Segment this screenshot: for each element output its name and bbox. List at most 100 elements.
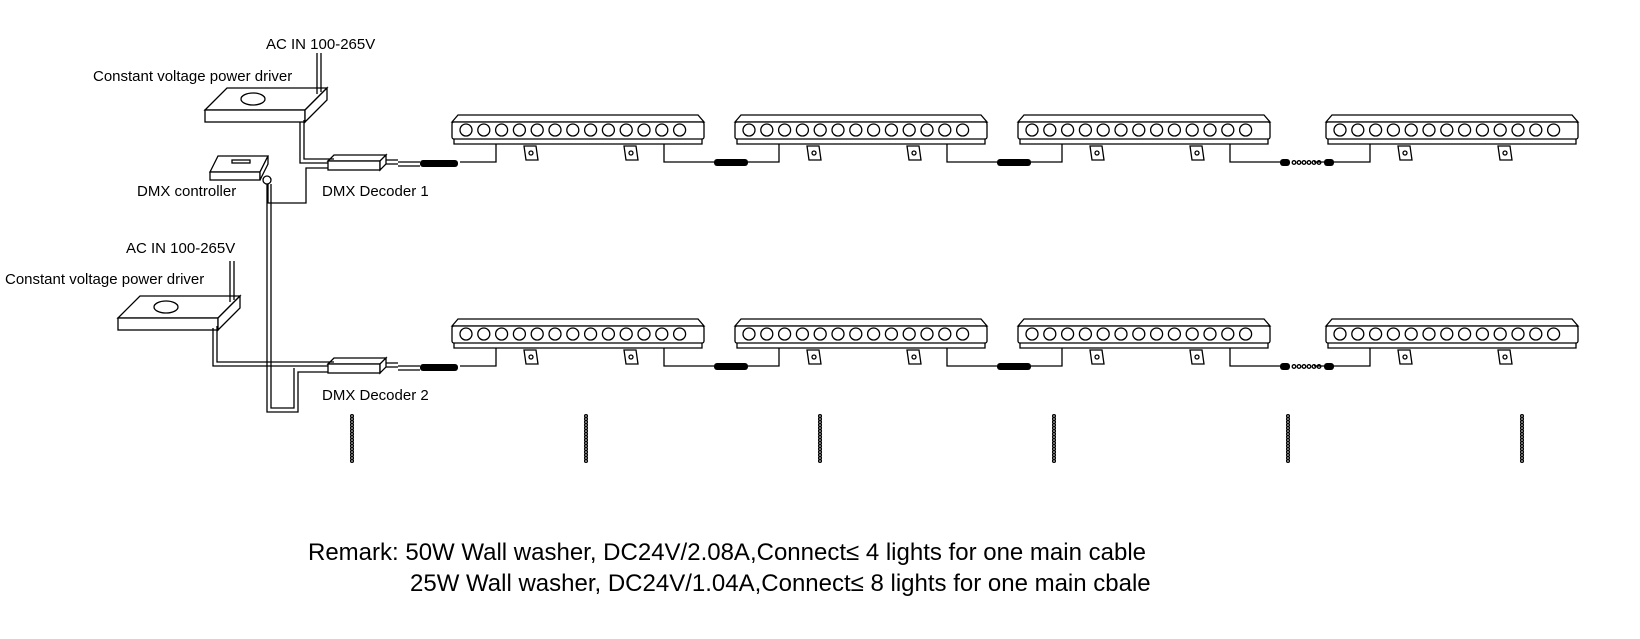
led-lens-icon: [477, 327, 491, 341]
led-lens-icon: [672, 327, 687, 341]
led-lens-icon: [1404, 327, 1418, 341]
led-lens-icon: [1078, 123, 1093, 137]
continuation-marker: [1051, 413, 1057, 464]
driver-knob-icon: [240, 92, 266, 106]
led-lens-icon: [777, 123, 792, 137]
connector-icon: [997, 159, 1031, 166]
led-lens-icon: [1368, 327, 1383, 341]
led-lens-icon: [938, 327, 952, 341]
led-lens-icon: [1096, 123, 1110, 137]
row-1: [398, 114, 1580, 167]
power-driver-bottom: [116, 261, 242, 332]
led-lens-icon: [1203, 327, 1217, 341]
led-lens-icon: [813, 123, 827, 137]
continuation-marker: [1519, 413, 1525, 464]
led-lens-icon: [601, 327, 616, 341]
led-lens-icon: [459, 123, 473, 137]
led-lens-icon: [1078, 327, 1093, 341]
led-lens-icon: [1386, 327, 1401, 341]
power-driver-label-top: Constant voltage power driver: [93, 68, 292, 85]
led-lens-icon: [849, 123, 863, 137]
wall-washer-light: [450, 114, 706, 161]
mount-bracket-icon: [1089, 349, 1105, 365]
led-lens-icon: [1493, 123, 1507, 137]
wall-washer-light: [450, 318, 706, 365]
led-lens-icon: [742, 123, 756, 137]
led-lens-icon: [1404, 123, 1418, 137]
dmx-decoder-2-label: DMX Decoder 2: [322, 387, 429, 404]
wall-washer-lights: [398, 114, 1580, 371]
led-lens-icon: [1221, 123, 1235, 137]
led-lens-icon: [530, 327, 544, 341]
led-lens-icon: [1529, 123, 1543, 137]
led-lens-icon: [1060, 123, 1075, 137]
led-lens-icon: [619, 327, 633, 341]
led-lens-icon: [1493, 327, 1507, 341]
control-wiring: [212, 120, 334, 413]
led-lens-icon: [955, 123, 970, 137]
power-driver-top: [203, 53, 329, 124]
row-cables: [398, 348, 1371, 371]
led-lens-icon: [1529, 327, 1543, 341]
led-lens-icon: [777, 327, 792, 341]
led-lens-icon: [1351, 327, 1365, 341]
led-lens-icon: [742, 327, 756, 341]
led-lens-icon: [866, 327, 881, 341]
led-lens-icon: [795, 123, 810, 137]
led-lens-icon: [1221, 327, 1235, 341]
mount-bracket-icon: [1397, 349, 1413, 365]
led-lens-icon: [566, 123, 580, 137]
led-lens-icon: [1132, 123, 1146, 137]
led-lens-icon: [902, 123, 916, 137]
led-lens-icon: [655, 123, 669, 137]
wall-washer-light: [1016, 318, 1272, 365]
led-lens-icon: [1132, 327, 1146, 341]
led-lens-icon: [494, 123, 509, 137]
connector-icon: [420, 364, 458, 371]
led-lens-icon: [1149, 123, 1164, 137]
dmx-decoder-1-label: DMX Decoder 1: [322, 183, 429, 200]
mount-bracket-icon: [1089, 145, 1105, 161]
continuation-marker: [583, 413, 589, 464]
mount-bracket-icon: [1497, 145, 1513, 161]
row-cables: [398, 144, 1371, 167]
led-lens-icon: [548, 123, 562, 137]
led-lens-icon: [1440, 123, 1454, 137]
led-lens-icon: [1060, 327, 1075, 341]
led-lens-icon: [849, 327, 863, 341]
connector-icon: [714, 159, 748, 166]
driver-knob-icon: [153, 300, 179, 314]
led-lens-icon: [1475, 327, 1490, 341]
led-lens-icon: [1238, 327, 1253, 341]
connector-icon: [420, 160, 458, 167]
wall-washer-light: [733, 318, 989, 365]
led-lens-icon: [1185, 327, 1199, 341]
led-lens-icon: [920, 327, 934, 341]
mount-bracket-icon: [1189, 349, 1205, 365]
led-lens-icon: [1368, 123, 1383, 137]
continuation-marker: [817, 413, 823, 464]
led-lens-icon: [459, 327, 473, 341]
led-lens-icon: [1457, 327, 1472, 341]
remark-line-1: Remark: 50W Wall washer, DC24V/2.08A,Con…: [308, 539, 1146, 566]
led-lens-icon: [1149, 327, 1164, 341]
power-and-control-gear: [116, 53, 398, 413]
remark-line-2: 25W Wall washer, DC24V/1.04A,Connect≤ 8 …: [410, 570, 1151, 597]
led-lens-icon: [1351, 123, 1365, 137]
led-lens-icon: [955, 327, 970, 341]
continuation-marker: [1285, 413, 1291, 464]
led-lens-icon: [1546, 327, 1561, 341]
led-lens-icon: [583, 327, 598, 341]
led-lens-icon: [884, 123, 899, 137]
mount-bracket-icon: [1189, 145, 1205, 161]
led-lens-icon: [1511, 123, 1525, 137]
led-lens-icon: [884, 327, 899, 341]
dmx-controller-label: DMX controller: [137, 183, 236, 200]
led-lens-icon: [831, 327, 845, 341]
led-lens-icon: [938, 123, 952, 137]
led-lens-icon: [637, 123, 651, 137]
led-lens-icon: [512, 327, 527, 341]
led-lens-icon: [866, 123, 881, 137]
mount-bracket-icon: [623, 145, 639, 161]
led-lens-icon: [1114, 123, 1128, 137]
